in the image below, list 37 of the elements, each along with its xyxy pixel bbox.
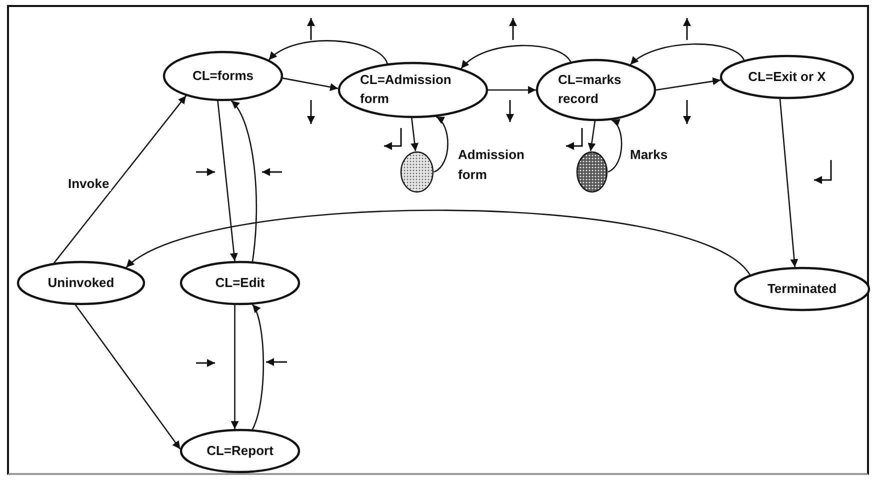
arrow	[126, 210, 750, 276]
arrow	[230, 100, 258, 262]
arrow	[630, 43, 744, 66]
state-label: CL=forms	[192, 66, 254, 85]
state-label: CL=Admission form	[360, 71, 452, 108]
state-ellipse	[180, 429, 300, 473]
state-label: Terminated	[767, 280, 837, 298]
state-label: CL=Report	[206, 442, 274, 460]
data-label: Admission form	[458, 146, 526, 184]
state-ellipse	[720, 55, 854, 99]
arrow	[588, 120, 596, 152]
arrow	[779, 98, 798, 268]
state-label: CL=Exit or X	[748, 68, 826, 86]
arrow	[410, 118, 419, 152]
arrow	[460, 44, 572, 69]
arrow	[488, 86, 536, 94]
arrow	[656, 77, 721, 91]
state-ellipse	[734, 267, 870, 311]
edge-label: Invoke	[66, 176, 112, 191]
state-label: Uninvoked	[48, 274, 114, 292]
state-label: CL=Edit	[215, 274, 265, 292]
state-ellipse	[180, 261, 300, 305]
arrow	[434, 116, 448, 173]
arrow	[74, 304, 181, 450]
state-ellipse	[338, 62, 488, 118]
arrow	[53, 95, 187, 264]
arrow	[252, 304, 264, 430]
arrow	[230, 304, 239, 430]
state-label: CL=marks record	[558, 71, 622, 108]
arrow	[217, 100, 238, 262]
state-ellipse	[536, 59, 656, 121]
arrow	[282, 78, 338, 91]
data-label: Marks	[630, 146, 669, 164]
arrow	[608, 119, 622, 173]
state-ellipse	[163, 51, 283, 101]
arrow	[268, 40, 388, 64]
state-ellipse	[17, 261, 145, 305]
